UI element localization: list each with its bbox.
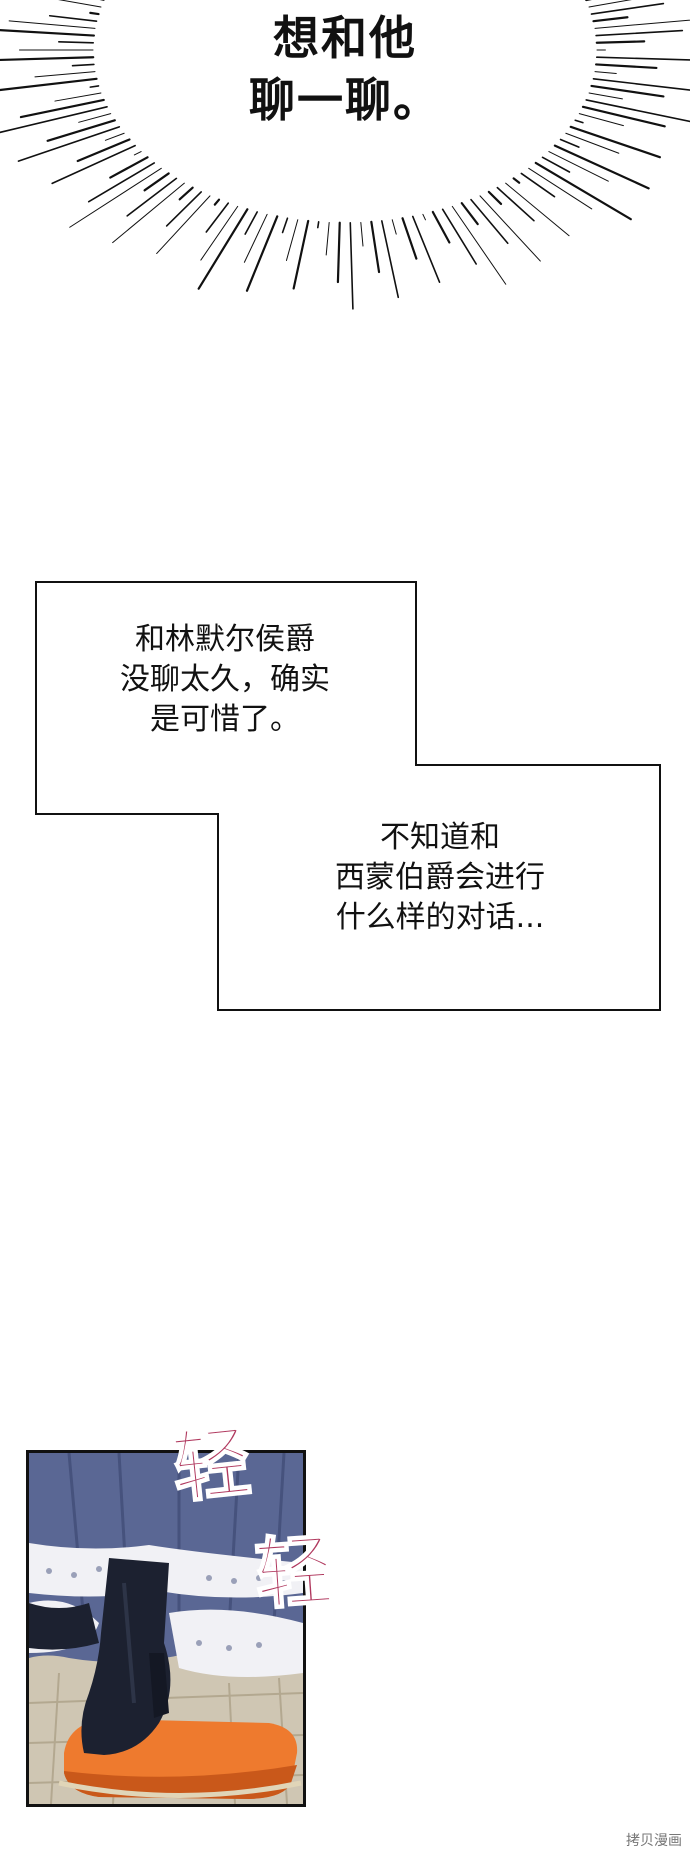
narration-text-2: 不知道和 西蒙伯爵会进行 什么样的对话... <box>335 820 545 935</box>
shout-text-line-2: 聊一聊。 <box>249 73 441 127</box>
narration-box-outline <box>35 581 661 1011</box>
sound-effect-text-1: 轻 <box>168 1416 255 1515</box>
sound-effect: 轻 轻 <box>167 1415 337 1620</box>
watermark: 拷贝漫画 <box>626 1833 682 1849</box>
speed-line-burst <box>0 0 690 310</box>
shout-text-line-1: 想和他 <box>273 11 417 65</box>
illustration-panel <box>26 1450 306 1807</box>
narration-text-1: 和林默尔侯爵 没聊太久，确实 是可惜了。 <box>120 622 330 737</box>
boot-on-cushion-illustration <box>29 1453 303 1804</box>
sound-effect-text-2: 轻 <box>252 1525 336 1620</box>
